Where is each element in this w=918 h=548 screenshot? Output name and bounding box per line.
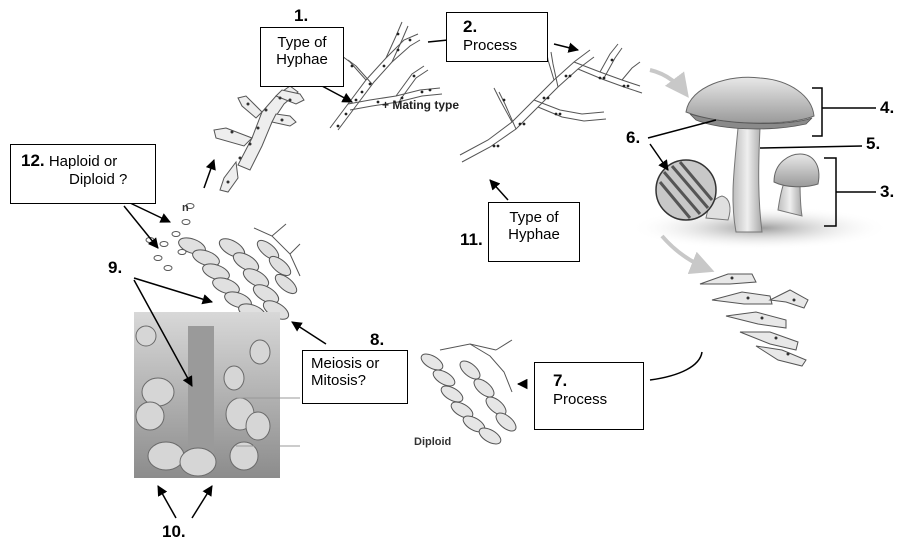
- basidia-cluster: [176, 235, 299, 324]
- box-1-line2: Hyphae: [261, 51, 343, 68]
- arrow-spore-to-hyphae: [204, 160, 214, 188]
- box-7-process: 7. Process: [534, 362, 644, 430]
- caption-diploid: Diploid: [414, 436, 451, 448]
- pointer-5: [760, 146, 862, 148]
- label-6: 6.: [626, 128, 640, 148]
- box-8-meiosis-or-mitosis: Meiosis or Mitosis?: [302, 350, 408, 404]
- box-2-process: 2. Process: [446, 12, 548, 62]
- arrow-box1-to-hyphae: [322, 86, 352, 102]
- box-8-line2: Mitosis?: [311, 372, 407, 389]
- arrow-10-a: [158, 486, 176, 518]
- box-2-line1: Process: [463, 37, 547, 54]
- label-8: 8.: [370, 330, 384, 350]
- box-12-haploid-or-diploid: 12. Haploid or Diploid ?: [10, 144, 156, 204]
- box-8-line1: Meiosis or: [311, 355, 407, 372]
- arrow-10-b: [192, 486, 212, 518]
- gill-zoom-inset: [656, 160, 716, 220]
- box-1-type-of-hyphae: Type of Hyphae: [260, 27, 344, 87]
- box-11-line2: Hyphae: [489, 226, 579, 243]
- pointer-6a: [648, 120, 716, 138]
- box-7-line1: Process: [553, 391, 643, 408]
- arrow-box2-out: [554, 44, 578, 50]
- micrograph-basidia: [134, 312, 300, 478]
- box-12-line1: Haploid or: [49, 153, 117, 170]
- box-1-line1: Type of: [261, 34, 343, 51]
- label-11: 11.: [460, 230, 483, 250]
- label-3: 3.: [880, 182, 894, 202]
- arrow-cluster-to-box7: [650, 352, 702, 380]
- label-10: 10.: [162, 522, 186, 542]
- caption-mating-type: + Mating type: [382, 98, 459, 112]
- arrow-box11-to-hyphae: [490, 180, 508, 200]
- box-11-type-of-hyphae: Type of Hyphae: [488, 202, 580, 262]
- box-11-line1: Type of: [489, 209, 579, 226]
- label-12: 12.: [21, 151, 45, 170]
- label-2: 2.: [463, 17, 547, 37]
- arrow-box8-to-basidia: [292, 322, 326, 344]
- label-4: 4.: [880, 98, 894, 118]
- label-7: 7.: [553, 371, 643, 391]
- hyphae-cluster-left: [214, 86, 304, 192]
- arrow-hyphae-to-box2: [428, 40, 448, 42]
- arrow-9-a: [134, 278, 212, 302]
- hyphae-dikaryotic-dots: [493, 59, 630, 148]
- label-9: 9.: [108, 258, 122, 278]
- arrow-box12-b: [124, 206, 158, 248]
- diploid-cluster: [419, 351, 519, 447]
- box-12-line2: Diploid ?: [21, 171, 155, 188]
- label-5: 5.: [866, 134, 880, 154]
- hyphae-cluster-right: [700, 274, 808, 366]
- pointer-6b: [650, 144, 668, 170]
- caption-n: n: [182, 202, 189, 214]
- label-1: 1.: [294, 6, 308, 26]
- arrow-gray-to-mushroom: [650, 70, 686, 94]
